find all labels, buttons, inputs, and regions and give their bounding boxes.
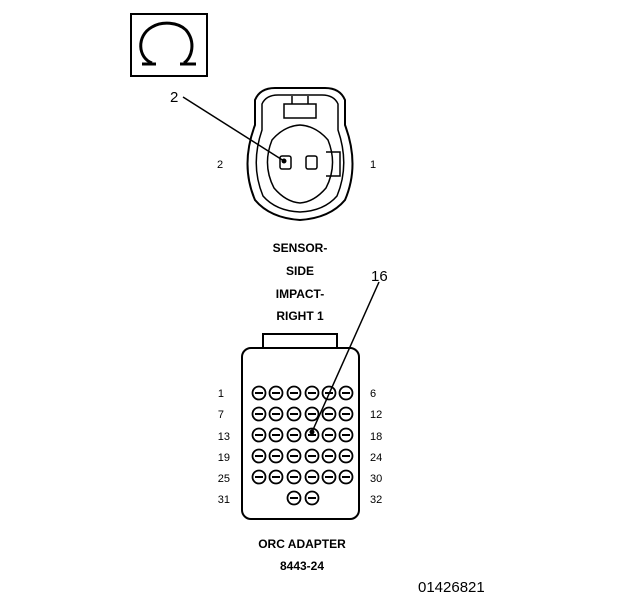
ohm-symbol-box: [130, 13, 208, 77]
svg-text:IMPACT-: IMPACT-: [276, 287, 324, 301]
svg-text:31: 31: [218, 494, 230, 506]
orc-pin-13: [251, 427, 267, 443]
orc-pin-6: [338, 385, 354, 401]
callout-16-dot: [309, 429, 315, 435]
orc-pin-17: [321, 427, 337, 443]
callout-16-leader: [311, 281, 380, 433]
sensor-pin-label-right: 1: [370, 159, 376, 171]
orc-pin-27: [286, 469, 302, 485]
sensor-connector: [246, 87, 354, 222]
orc-pin-23: [321, 448, 337, 464]
orc-pin-3: [286, 385, 302, 401]
orc-pin-19: [251, 448, 267, 464]
callout-16-label: 16: [371, 268, 388, 285]
orc-pin-1: [251, 385, 267, 401]
svg-text:24: 24: [370, 452, 382, 464]
orc-pin-20: [268, 448, 284, 464]
orc-pin-22: [304, 448, 320, 464]
svg-text:7: 7: [218, 409, 224, 421]
svg-text:18: 18: [370, 431, 382, 443]
svg-text:6: 6: [370, 388, 376, 400]
orc-adapter-connector: [241, 333, 360, 520]
svg-text:19: 19: [218, 452, 230, 464]
orc-pin-18: [338, 427, 354, 443]
orc-pin-4: [304, 385, 320, 401]
orc-pin-24: [338, 448, 354, 464]
orc-pin-8: [268, 406, 284, 422]
svg-text:1: 1: [218, 388, 224, 400]
callout-2-label: 2: [170, 89, 178, 106]
callout-2-dot: [281, 158, 287, 164]
svg-text:25: 25: [218, 473, 230, 485]
orc-pin-10: [304, 406, 320, 422]
svg-text:32: 32: [370, 494, 382, 506]
orc-pin-11: [321, 406, 337, 422]
orc-pin-21: [286, 448, 302, 464]
sensor-pin-1: [305, 155, 318, 170]
orc-pin-25: [251, 469, 267, 485]
orc-pin-2: [268, 385, 284, 401]
ohm-icon: [139, 21, 196, 66]
svg-text:13: 13: [218, 431, 230, 443]
sensor-pin-2: [279, 155, 292, 170]
orc-row-labels-right: 6 12 18 24 30 32: [370, 388, 382, 506]
callout-2-leader: [182, 96, 285, 162]
figure-id: 01426821: [418, 579, 485, 596]
orc-pin-9: [286, 406, 302, 422]
orc-pin-26: [268, 469, 284, 485]
orc-pin-32: [304, 490, 320, 506]
orc-pin-grid: [251, 385, 354, 506]
sensor-label: SENSOR- SIDE IMPACT- RIGHT 1: [273, 241, 328, 323]
orc-adapter-name: ORC ADAPTER: [258, 537, 346, 551]
orc-adapter-part-number: 8443-24: [280, 559, 324, 573]
sensor-pin-label-left: 2: [217, 159, 223, 171]
orc-pin-30: [338, 469, 354, 485]
orc-pin-29: [321, 469, 337, 485]
svg-text:SENSOR-: SENSOR-: [273, 241, 328, 255]
orc-pin-12: [338, 406, 354, 422]
svg-text:12: 12: [370, 409, 382, 421]
orc-pin-14: [268, 427, 284, 443]
orc-pin-15: [286, 427, 302, 443]
svg-text:RIGHT 1: RIGHT 1: [276, 309, 324, 323]
orc-pin-16: [304, 427, 320, 443]
orc-pin-28: [304, 469, 320, 485]
orc-row-labels-left: 1 7 13 19 25 31: [218, 388, 230, 506]
orc-pin-7: [251, 406, 267, 422]
svg-text:30: 30: [370, 473, 382, 485]
orc-pin-31: [286, 490, 302, 506]
svg-text:SIDE: SIDE: [286, 264, 314, 278]
